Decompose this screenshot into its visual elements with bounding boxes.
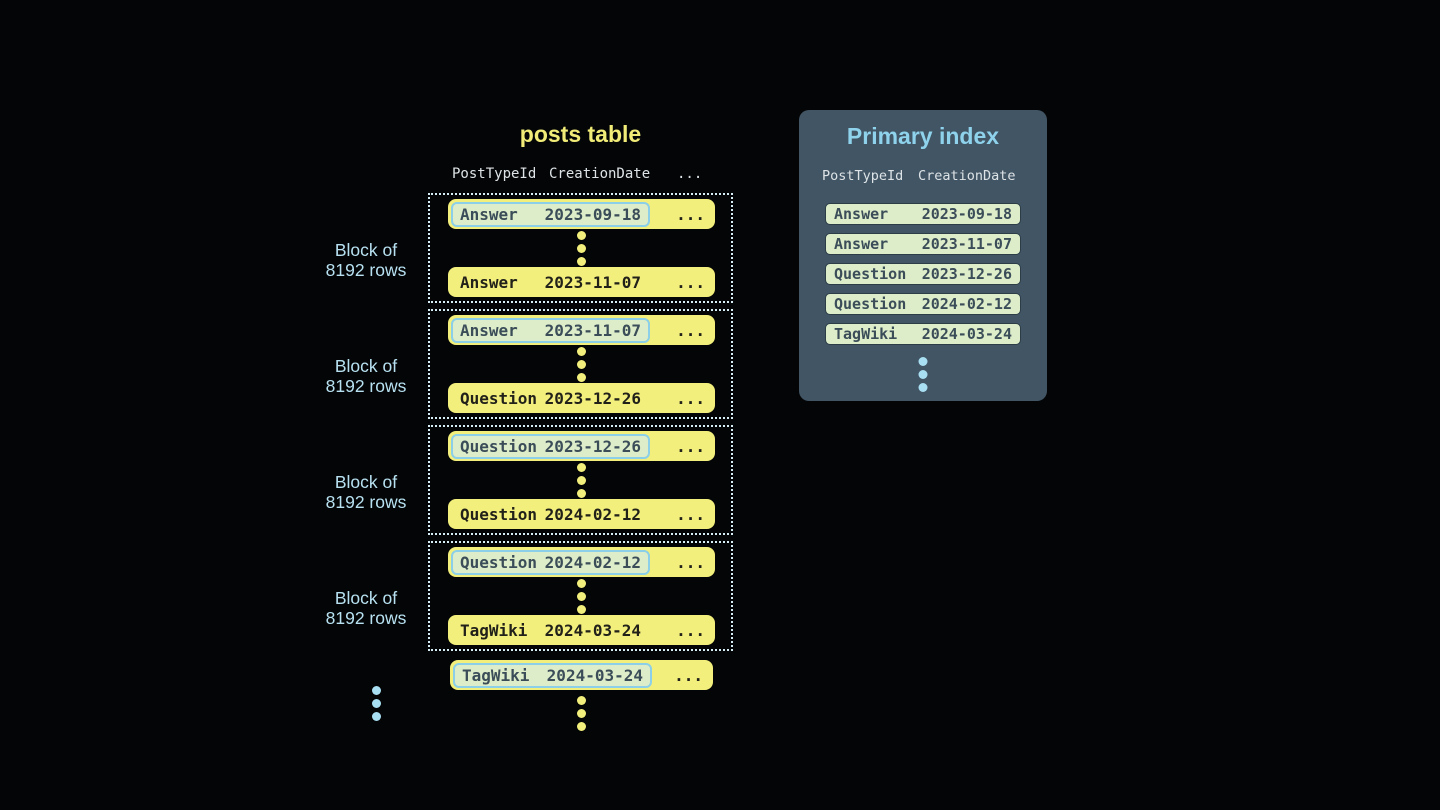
row-creationdate: 2024-03-24 [544, 620, 641, 640]
table-row: Answer 2023-11-07 ... [448, 315, 715, 345]
ellipsis-dots-vertical [577, 230, 586, 266]
index-posttypeid: Answer [834, 235, 889, 253]
index-posttypeid: Answer [834, 205, 889, 223]
index-creationdate: 2023-11-07 [921, 235, 1012, 253]
block-label-2: Block of 8192 rows [308, 356, 424, 396]
row-ellipsis: ... [676, 620, 705, 640]
table-row: Question 2023-12-26 ... [448, 383, 715, 413]
block-label-4: Block of 8192 rows [308, 588, 424, 628]
column-label-posttypeid: PostTypeId [822, 168, 904, 184]
row-posttypeid: TagWiki [460, 620, 528, 640]
row-ellipsis: ... [676, 320, 705, 340]
row-ellipsis: ... [676, 436, 705, 456]
row-creationdate: 2024-02-12 [544, 552, 641, 572]
block-label-line2: 8192 rows [325, 376, 407, 396]
row-posttypeid: Question [460, 552, 538, 572]
row-content: Question 2024-02-12 [451, 502, 650, 527]
row-block-2: Answer 2023-11-07 ... Question 2023-12-2… [428, 309, 733, 419]
table-row: TagWiki 2024-03-24 ... [448, 615, 715, 645]
index-entry-highlight: Answer 2023-09-18 [451, 201, 650, 227]
row-creationdate: 2023-12-26 [544, 436, 641, 456]
row-creationdate: 2023-11-07 [544, 320, 641, 340]
row-creationdate: 2024-03-24 [546, 665, 643, 685]
row-posttypeid: Question [460, 436, 538, 456]
row-block-3: Question 2023-12-26 ... Question 2024-02… [428, 425, 733, 535]
primary-index-column-header: PostTypeId CreationDate [799, 168, 1047, 184]
table-row: Question 2024-02-12 ... [448, 499, 715, 529]
ellipsis-dots-vertical [577, 346, 586, 382]
index-row: Answer 2023-11-07 [825, 233, 1021, 255]
index-posttypeid: Question [834, 295, 907, 313]
row-posttypeid: Answer [460, 320, 518, 340]
column-label-creationdate: CreationDate [549, 166, 651, 182]
row-creationdate: 2023-12-26 [544, 388, 641, 408]
index-row: Question 2023-12-26 [825, 263, 1021, 285]
block-label-line2: 8192 rows [325, 260, 407, 280]
ellipsis-dots-vertical [577, 578, 586, 614]
row-posttypeid: Question [460, 504, 538, 524]
row-content: Answer 2023-11-07 [451, 270, 650, 295]
row-block-4: Question 2024-02-12 ... TagWiki 2024-03-… [428, 541, 733, 651]
primary-index-title: Primary index [846, 123, 1000, 149]
row-posttypeid: Answer [460, 272, 518, 292]
index-row: TagWiki 2024-03-24 [825, 323, 1021, 345]
index-entry-highlight: Answer 2023-11-07 [451, 317, 650, 343]
index-creationdate: 2023-09-18 [921, 205, 1012, 223]
index-row: Question 2024-02-12 [825, 293, 1021, 315]
index-entry-highlight: Question 2023-12-26 [451, 433, 650, 459]
row-posttypeid: Question [460, 388, 538, 408]
ellipsis-dots-vertical [577, 696, 586, 731]
row-creationdate: 2023-09-18 [544, 204, 641, 224]
ellipsis-dots-vertical [918, 357, 928, 392]
posts-table-title: posts table [519, 121, 642, 147]
block-label-line1: Block of [334, 240, 398, 260]
row-posttypeid: TagWiki [462, 665, 530, 685]
row-ellipsis: ... [676, 272, 705, 292]
table-row: Question 2024-02-12 ... [448, 547, 715, 577]
block-label-line2: 8192 rows [325, 608, 407, 628]
ellipsis-dots-vertical [372, 686, 381, 721]
block-label-1: Block of 8192 rows [308, 240, 424, 280]
primary-index-panel: Primary index PostTypeId CreationDate An… [799, 110, 1047, 401]
row-ellipsis: ... [676, 552, 705, 572]
index-creationdate: 2024-02-12 [921, 295, 1012, 313]
row-block-1: Answer 2023-09-18 ... Answer 2023-11-07 … [428, 193, 733, 303]
block-label-line1: Block of [334, 472, 398, 492]
column-label-posttypeid: PostTypeId [452, 166, 537, 182]
row-ellipsis: ... [676, 504, 705, 524]
row-posttypeid: Answer [460, 204, 518, 224]
block-label-line1: Block of [334, 356, 398, 376]
primary-index-entries: Answer 2023-09-18 Answer 2023-11-07 Ques… [825, 203, 1021, 345]
index-creationdate: 2024-03-24 [921, 325, 1012, 343]
column-label-ellipsis: ... [677, 166, 703, 182]
block-label-line2: 8192 rows [325, 492, 407, 512]
table-row: Answer 2023-09-18 ... [448, 199, 715, 229]
row-ellipsis: ... [676, 388, 705, 408]
row-creationdate: 2023-11-07 [544, 272, 641, 292]
table-row-overflow: TagWiki 2024-03-24 ... [450, 660, 713, 690]
index-row: Answer 2023-09-18 [825, 203, 1021, 225]
block-label-line1: Block of [334, 588, 398, 608]
row-ellipsis: ... [674, 665, 703, 685]
index-posttypeid: TagWiki [834, 325, 898, 343]
index-entry-highlight: TagWiki 2024-03-24 [453, 662, 652, 688]
row-content: TagWiki 2024-03-24 [451, 618, 650, 643]
posts-table-column-header: PostTypeId CreationDate ... [428, 166, 733, 184]
index-entry-highlight: Question 2024-02-12 [451, 549, 650, 575]
index-posttypeid: Question [834, 265, 907, 283]
table-row: Answer 2023-11-07 ... [448, 267, 715, 297]
table-row: Question 2023-12-26 ... [448, 431, 715, 461]
ellipsis-dots-vertical [577, 462, 586, 498]
row-creationdate: 2024-02-12 [544, 504, 641, 524]
column-label-creationdate: CreationDate [918, 168, 1016, 184]
row-content: Question 2023-12-26 [451, 386, 650, 411]
row-ellipsis: ... [676, 204, 705, 224]
block-label-3: Block of 8192 rows [308, 472, 424, 512]
index-creationdate: 2023-12-26 [921, 265, 1012, 283]
